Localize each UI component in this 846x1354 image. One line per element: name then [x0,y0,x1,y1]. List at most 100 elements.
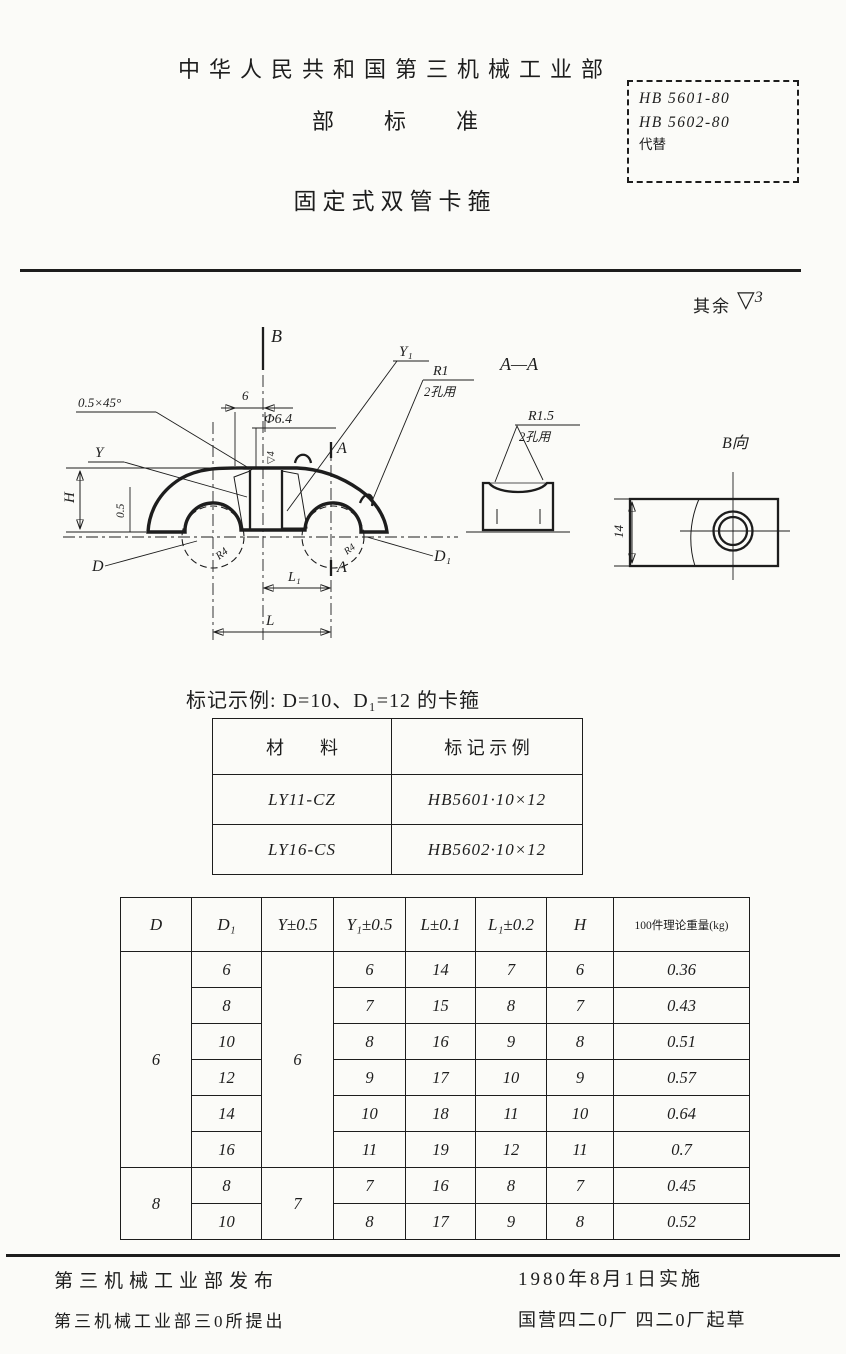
column-header-h: H [546,897,614,952]
table-cell: 7 [333,1167,406,1204]
r15-leader [494,424,544,483]
groove-scallop-left [293,453,313,464]
material-cell: LY16-CS [212,824,392,875]
table-cell: 14 [405,951,476,988]
marking-cell: HB5601·10×12 [391,774,583,825]
table-cell: 0.7 [613,1131,750,1168]
section-aa-hatch [488,482,548,493]
standard-type: 部标准 [311,109,528,134]
column-header-weight: 100件理论重量(kg) [613,897,750,952]
label-y: Y [95,445,105,461]
table-cell: 8 [333,1023,406,1060]
table-cell: 0.57 [613,1059,750,1096]
table-cell: 16 [405,1167,476,1204]
label-y1-leader [286,360,398,512]
dim-6-label: 6 [242,388,249,403]
marking-cell: HB5602·10×12 [391,824,583,875]
table-cell: 0.36 [613,951,750,988]
table-cell: 0.52 [613,1203,750,1240]
table-cell: 8 [191,987,262,1024]
drafted-by: 国营四二0厂 四二0厂起草 [518,1310,747,1330]
table-cell: 9 [333,1059,406,1096]
table-cell: 16 [405,1023,476,1060]
label-d1: D₁ [433,548,451,565]
marking-example-intro: 标记示例: D=10、D₁=12 的卡箍 [186,690,480,712]
table-cell: 0.45 [613,1167,750,1204]
label-y-leader [123,461,248,498]
column-header-y: Y±0.5 [261,897,334,952]
table-cell: 6 [333,951,406,988]
section-aa-view: A—A R1.5 2孔用 [466,354,580,533]
table-cell: 15 [405,987,476,1024]
column-header-l1: L₁±0.2 [475,897,547,952]
dimension-table-header-row: D D₁ Y±0.5 Y₁±0.5 L±0.1 L₁±0.2 H 100件理论重… [120,897,750,952]
column-header-y1: Y₁±0.5 [333,897,406,952]
table-cell: 8 [120,1167,192,1240]
column-header-d: D [120,897,192,952]
table-cell: 9 [546,1059,614,1096]
hatch-left-wall [233,470,251,530]
table-cell: 16 [191,1131,262,1168]
column-header-l: L±0.1 [405,897,476,952]
view-b-body [628,497,780,568]
marking-column-header: 标 记 示 例 [391,718,583,775]
table-cell: 8 [191,1167,262,1204]
dim-05-label: 0.5 [115,503,127,518]
table-cell: 9 [475,1203,547,1240]
material-table-row: LY11-CZ HB5601·10×12 [212,774,583,825]
roughness-prefix: 其余 [693,297,731,316]
table-cell: 11 [333,1131,406,1168]
table-cell: 11 [546,1131,614,1168]
r1-label: R1 [432,364,449,379]
table-cell: 7 [261,1167,334,1240]
table-cell: 17 [405,1203,476,1240]
view-b: B向 14 [611,434,790,580]
table-cell: 7 [546,1167,614,1204]
standard-number-1: HB 5601-80 [639,90,731,107]
r4-left-label: R4 [213,545,231,563]
material-table-row: LY16-CS HB5602·10×12 [212,824,583,875]
table-cell: 10 [191,1203,262,1240]
table-cell: 6 [191,951,262,988]
table-cell: 6 [546,951,614,988]
clamp-profile-outline [146,466,389,534]
issued-by: 第三机械工业部发布 [54,1271,280,1292]
table-cell: 7 [333,987,406,1024]
table-cell: 8 [475,987,547,1024]
table-cell: 10 [333,1095,406,1132]
replaces-label: 代替 [639,137,666,153]
table-cell: 8 [333,1203,406,1240]
section-a-label-top: A [336,440,347,457]
table-cell: 12 [191,1059,262,1096]
section-a-label-bottom: A [336,559,347,576]
surface-roughness-note: 其余 ▽ 3 [693,289,763,317]
table-cell: 14 [191,1095,262,1132]
dimension-table: D D₁ Y±0.5 Y₁±0.5 L±0.1 L₁±0.2 H 100件理论重… [120,897,750,1240]
table-cell: 8 [546,1203,614,1240]
standard-number-box: HB 5601-80 HB 5602-80 代替 [627,80,799,183]
label-y1: Y₁ [399,344,413,360]
view-b-title: B向 [722,434,750,452]
table-cell: 11 [475,1095,547,1132]
label-d-leader [104,540,198,567]
technical-drawing: B A A H 0.5 Y 0.5×45° [62,326,790,640]
table-cell: 18 [405,1095,476,1132]
main-section-view: B A A H 0.5 Y 0.5×45° [62,326,474,640]
material-table: 材 料 标 记 示 例 LY11-CZ HB5601·10×12 LY16-CS… [212,718,583,875]
table-cell: 6 [261,951,334,1168]
effective-date: 1980年8月1日实施 [518,1269,704,1290]
view-b-tangent-curve [690,498,700,567]
left-tube-circle [181,505,245,569]
dim-h-label: H [62,491,78,504]
dim-14-label: 14 [611,525,626,539]
table-cell: 8 [475,1167,547,1204]
hole-roughness-mark: ▽4 [266,451,277,464]
table-cell: 10 [475,1059,547,1096]
column-header-d1: D₁ [191,897,262,952]
